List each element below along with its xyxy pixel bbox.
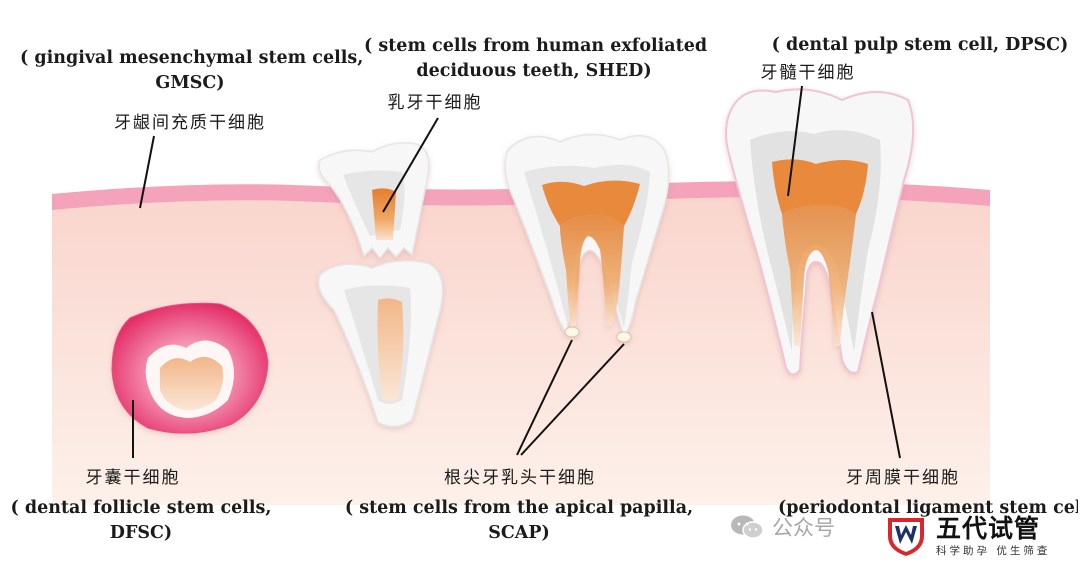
wechat-watermark: 公众号 [730,512,835,542]
pdlsc-chinese-label: 牙周膜干细胞 [846,468,960,488]
wechat-icon [731,515,764,539]
shed-english-line1: ( stem cells from human exfoliated [364,36,708,56]
dfsc-chinese-label: 牙囊干细胞 [85,468,181,488]
gmsc-english-label: ( gingival mesenchymal stem cells, GMSC) [20,46,364,96]
shed-english-label: ( stem cells from human exfoliated decid… [364,34,708,84]
dental-follicle [111,302,269,434]
scap-english-label: ( stem cells from the apical papilla, SC… [344,496,694,546]
developing-molar [504,133,670,343]
gmsc-english-line1: ( gingival mesenchymal stem cells, [20,48,364,68]
pdlsc-pointer [871,311,901,459]
brand-block: 五代试管 科学助孕 优生筛查 [884,514,1050,558]
shield-w-logo [888,518,924,556]
shed-chinese-label: 乳牙干细胞 [387,93,483,113]
scap-english-line1: ( stem cells from the apical papilla, [344,498,694,518]
deciduous-tooth [318,142,430,260]
gmsc-english-line2: GMSC) [155,73,225,93]
shed-pointer [382,117,439,213]
scap-pointer-left [516,339,573,456]
mature-molar [725,88,915,376]
dfsc-english-line2: DFSC) [109,523,173,543]
permanent-tooth-bud [317,260,444,428]
dpsc-pointer [787,85,803,197]
pointer-lines [132,85,901,459]
watermark-text: 公众号 [772,516,835,540]
dfsc-english-line1: ( dental follicle stem cells, [10,498,272,518]
scap-pointer-right [520,343,625,456]
dfsc-english-label: ( dental follicle stem cells, DFSC) [6,496,276,546]
dpsc-chinese-label: 牙髓干细胞 [760,63,856,83]
shed-english-line2: deciduous teeth, SHED) [416,61,652,81]
scap-english-line2: SCAP) [488,523,550,543]
scap-chinese-label: 根尖牙乳头干细胞 [444,468,596,488]
gmsc-pointer [139,135,155,209]
brand-slogan: 科学助孕 优生筛查 [936,545,1051,557]
brand-name: 五代试管 [936,514,1041,543]
dpsc-english-label: ( dental pulp stem cell, DPSC) [771,35,1069,55]
pdlsc-english-label: (periodontal ligament stem cells [778,498,1078,518]
gmsc-chinese-label: 牙龈间充质干细胞 [114,113,266,133]
